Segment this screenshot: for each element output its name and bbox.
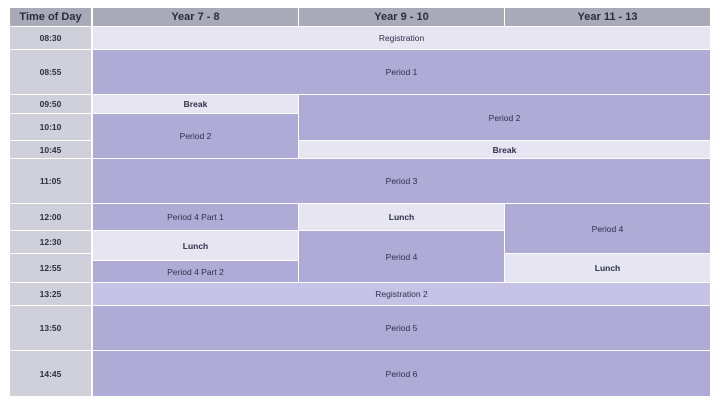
header-year-7-8: Year 7 - 8 <box>93 8 298 26</box>
period-5-block: Period 5 <box>93 306 710 350</box>
lunch-year-7-8: Lunch <box>93 231 298 260</box>
time-label: 09:50 <box>10 95 91 113</box>
header-time-of-day: Time of Day <box>10 8 91 26</box>
registration-block: Registration <box>93 27 710 49</box>
lunch-year-11-13: Lunch <box>505 254 710 282</box>
time-label: 11:05 <box>10 159 91 203</box>
time-label: 08:30 <box>10 27 91 49</box>
period-2-year-9-13: Period 2 <box>299 95 710 140</box>
period-4-year-11-13: Period 4 <box>505 204 710 253</box>
period-6-block: Period 6 <box>93 351 710 396</box>
lunch-year-9-10: Lunch <box>299 204 504 230</box>
time-label: 13:25 <box>10 283 91 305</box>
period-1-block: Period 1 <box>93 50 710 94</box>
period-3-block: Period 3 <box>93 159 710 203</box>
time-label: 10:45 <box>10 141 91 158</box>
time-label: 08:55 <box>10 50 91 94</box>
period-2-year-7-8: Period 2 <box>93 114 298 158</box>
time-label: 14:45 <box>10 351 91 396</box>
period-4-part-1: Period 4 Part 1 <box>93 204 298 230</box>
period-4-part-2: Period 4 Part 2 <box>93 261 298 282</box>
time-label: 10:10 <box>10 114 91 140</box>
period-4-year-9-10: Period 4 <box>299 231 504 282</box>
header-year-11-13: Year 11 - 13 <box>505 8 710 26</box>
registration-2-block: Registration 2 <box>93 283 710 305</box>
time-label: 12:30 <box>10 231 91 253</box>
break-year-9-13: Break <box>299 141 710 158</box>
time-label: 13:50 <box>10 306 91 350</box>
header-year-9-10: Year 9 - 10 <box>299 8 504 26</box>
break-year-7-8: Break <box>93 95 298 113</box>
time-label: 12:00 <box>10 204 91 230</box>
time-label: 12:55 <box>10 254 91 282</box>
